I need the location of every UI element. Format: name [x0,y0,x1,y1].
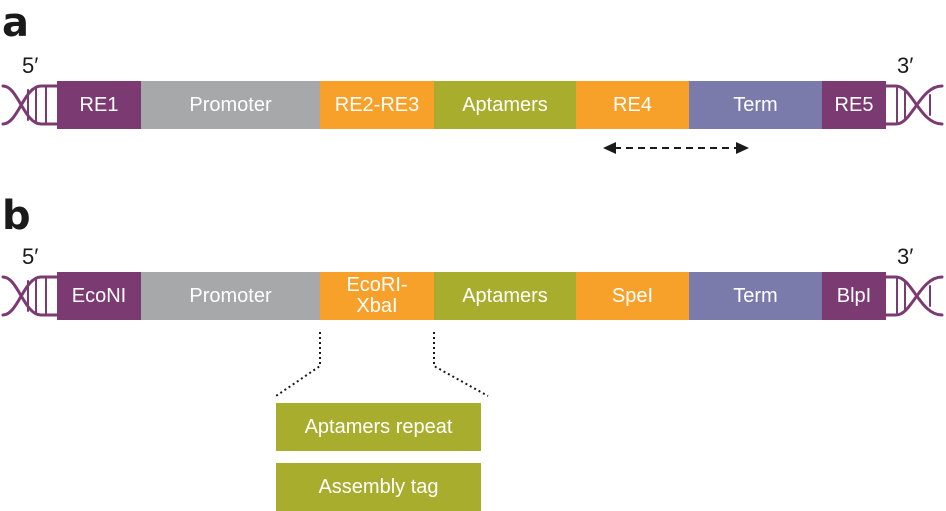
panel-a-segment-re1: RE1 [57,81,141,129]
segment-label: RE1 [79,93,119,116]
panel-b-segment-ecori-xbai: EcoRI- XbaI [320,272,434,320]
segment-label: Aptamers [462,93,548,116]
insert-box-assembly-tag: Assembly tag [276,463,481,511]
panel-b-segment-spei: SpeI [576,272,689,320]
panel-a-segment-aptamers: Aptamers [434,81,576,129]
segment-label: SpeI [611,284,654,307]
panel-a-construct-strip: RE1 Promoter RE2-RE3 Aptamers RE4 Term R… [57,81,886,129]
panel-b-segment-aptamers: Aptamers [434,272,576,320]
panel-a-segment-re5: RE5 [822,81,886,129]
segment-label: RE2-RE3 [334,93,420,116]
panel-a-left-helix-icon [1,84,59,126]
panel-a-label: a [2,0,29,46]
panel-b-three-prime-label: 3′ [897,244,914,269]
panel-b-segment-blpi: BlpI [822,272,886,320]
panel-b-segment-term: Term [689,272,822,320]
insert-box-aptamers-repeat: Aptamers repeat [276,403,481,451]
panel-a-right-helix-icon [884,84,944,126]
panel-b-right-helix-icon [884,275,944,317]
panel-a-segment-re2-re3: RE2-RE3 [320,81,434,129]
segment-label: Term [733,93,778,116]
segment-label: EcoRI- XbaI [346,274,408,317]
segment-label: BlpI [836,284,872,307]
panel-a-segment-promoter: Promoter [141,81,320,129]
panel-b-segment-econi: EcoNI [57,272,141,320]
segment-label: RE5 [834,93,874,116]
panel-b-five-prime-label: 5′ [22,244,39,269]
panel-a-segment-re4: RE4 [576,81,689,129]
segment-label: EcoNI [71,284,127,307]
segment-label: Term [733,284,778,307]
segment-label: Promoter [189,284,272,307]
insert-leader-lines [275,332,489,397]
panel-b-left-helix-icon [1,275,59,317]
insert-box-label: Assembly tag [318,475,439,498]
segment-label: Promoter [189,93,272,116]
segment-label: Aptamers [462,284,548,307]
segment-label: RE4 [613,93,652,116]
panel-b-construct-strip: EcoNI Promoter EcoRI- XbaI Aptamers SpeI… [57,272,886,320]
insert-box-label: Aptamers repeat [304,415,453,438]
panel-a-five-prime-label: 5′ [22,53,39,78]
panel-a-three-prime-label: 3′ [897,53,914,78]
panel-b-label: b [2,193,31,239]
panel-b-segment-promoter: Promoter [141,272,320,320]
double-headed-arrow-icon [603,142,749,154]
panel-a-segment-term: Term [689,81,822,129]
